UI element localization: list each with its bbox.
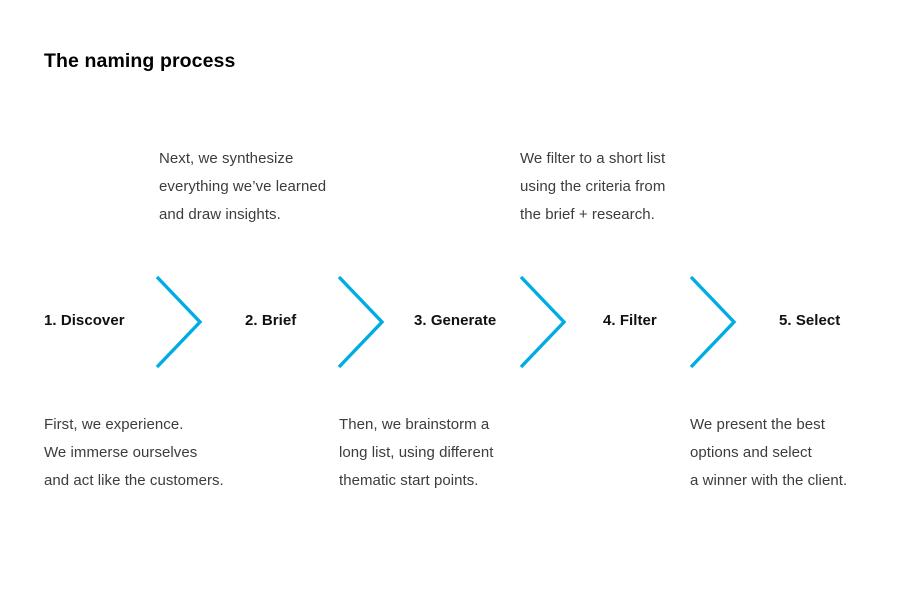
chevron-right-icon bbox=[334, 272, 386, 372]
chevron-right-icon bbox=[516, 272, 568, 372]
chevron-right-icon bbox=[686, 272, 738, 372]
step-label-filter[interactable]: 4. Filter bbox=[603, 312, 657, 329]
step-label-generate[interactable]: 3. Generate bbox=[414, 312, 497, 329]
step-description-above-filter: We filter to a short list using the crit… bbox=[520, 150, 666, 223]
page-title: The naming process bbox=[44, 50, 236, 72]
step-label-brief[interactable]: 2. Brief bbox=[245, 312, 297, 329]
chevron-right-icon bbox=[152, 272, 204, 372]
step-description-below-discover: First, we experience. We immerse ourselv… bbox=[44, 416, 224, 489]
step-label-select[interactable]: 5. Select bbox=[779, 312, 841, 329]
step-description-below-generate: Then, we brainstorm a long list, using d… bbox=[339, 416, 494, 489]
step-description-below-select: We present the best options and select a… bbox=[690, 416, 848, 489]
step-label-discover[interactable]: 1. Discover bbox=[44, 312, 125, 329]
step-description-above-brief: Next, we synthesize everything we’ve lea… bbox=[159, 150, 327, 223]
